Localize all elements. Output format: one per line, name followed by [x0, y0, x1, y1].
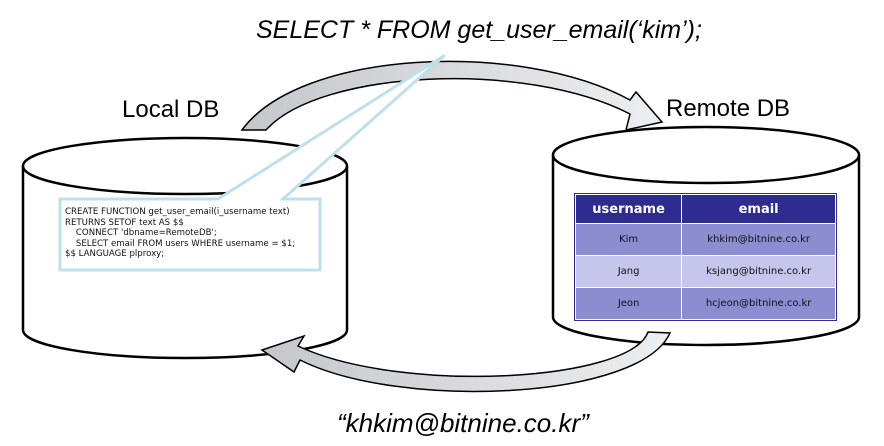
code-line: RETURNS SETOF text AS $$	[65, 217, 184, 228]
function-callout	[58, 53, 446, 272]
username-cell: Jang	[574, 255, 683, 288]
username-cell: Kim	[574, 223, 683, 256]
code-line: SELECT email FROM users WHERE username =…	[65, 238, 296, 249]
email-cell: khkim@bitnine.co.kr	[681, 223, 836, 256]
users-table: username email Kim khkim@bitnine.co.kr J…	[574, 194, 836, 320]
query-text: SELECT * FROM get_user_email(‘kim’);	[256, 16, 702, 44]
username-cell: Jeon	[574, 287, 683, 320]
email-cell: hcjeon@bitnine.co.kr	[681, 287, 836, 320]
code-line: CREATE FUNCTION get_user_email(i_usernam…	[65, 207, 290, 217]
function-code: CREATE FUNCTION get_user_email(i_usernam…	[65, 207, 295, 260]
table-row: Jang ksjang@bitnine.co.kr	[574, 255, 836, 288]
response-arrow	[260, 331, 672, 393]
remote-db-label: Remote DB	[666, 95, 791, 122]
email-cell: ksjang@bitnine.co.kr	[681, 255, 836, 288]
column-header-username: username	[574, 194, 683, 224]
code-line: $$ LANGUAGE plproxy;	[65, 249, 165, 260]
table-row: Jeon hcjeon@bitnine.co.kr	[574, 287, 836, 320]
column-header-email: email	[681, 194, 836, 224]
result-text: “khkim@bitnine.co.kr”	[337, 408, 589, 438]
request-arrow	[240, 60, 664, 131]
code-line: CONNECT 'dbname=RemoteDB';	[65, 228, 217, 239]
table-row: Kim khkim@bitnine.co.kr	[574, 223, 836, 256]
table-header-row: username email	[574, 194, 836, 224]
local-db-label: Local DB	[122, 96, 220, 123]
